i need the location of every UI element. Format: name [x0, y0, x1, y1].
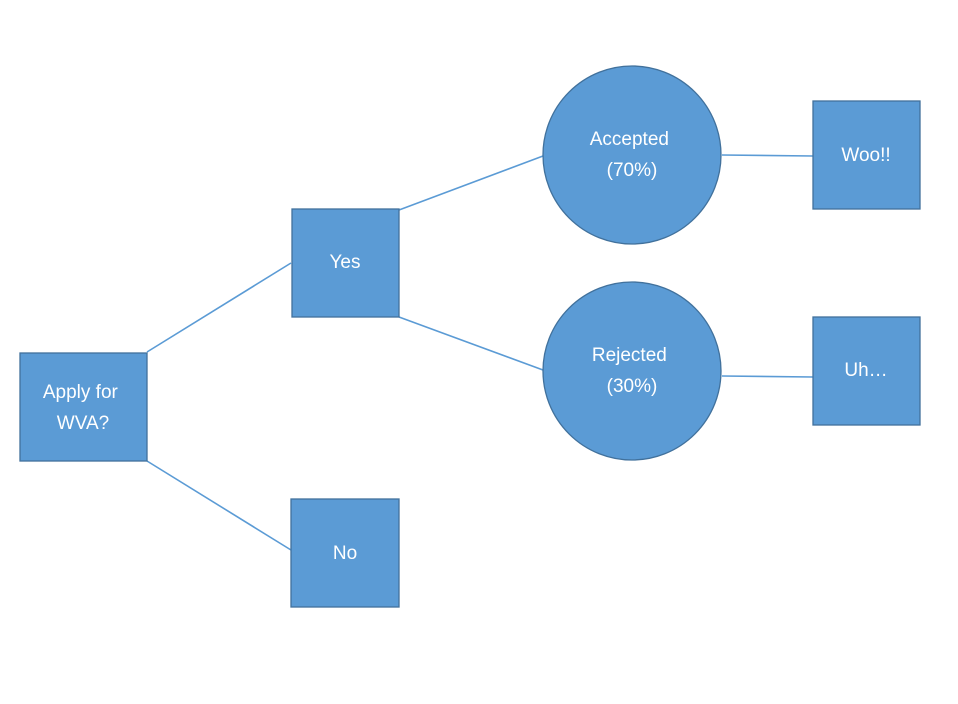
node-rejected-circle [542, 281, 722, 461]
node-no-label: No [333, 543, 357, 564]
node-no-box [290, 498, 400, 608]
edge-rejected-to-uh [721, 375, 814, 378]
node-rejected-label-line-2: (30%) [607, 376, 658, 397]
node-rejected-label-line-1: Rejected [592, 345, 667, 366]
node-apply-label-line-1: Apply for [43, 382, 119, 403]
node-accepted-label-line-1: Accepted [590, 129, 669, 150]
edge-apply-to-no [146, 460, 292, 551]
node-accepted: Accepted (70%) [542, 65, 722, 245]
edge-apply-to-yes [146, 262, 292, 353]
node-apply-box [19, 352, 148, 462]
node-woo-label: Woo!! [841, 145, 890, 166]
edge-yes-to-rejected [398, 316, 544, 371]
node-uh-box [812, 316, 921, 426]
node-no: No [290, 498, 400, 608]
edge-accepted-to-woo [721, 154, 814, 157]
node-uh: Uh… [812, 316, 921, 426]
node-accepted-circle [542, 65, 722, 245]
node-apply-label: Apply for WVA? [43, 382, 123, 434]
node-apply-label-line-2: WVA? [57, 413, 109, 434]
node-apply-for-wva: Apply for WVA? [19, 352, 148, 462]
node-yes-box [291, 208, 400, 318]
node-rejected-label: Rejected (30%) [592, 345, 672, 397]
node-accepted-label-line-2: (70%) [607, 160, 658, 181]
node-woo: Woo!! [812, 100, 921, 210]
edge-yes-to-accepted [398, 155, 544, 211]
node-accepted-label: Accepted (70%) [590, 129, 675, 181]
node-rejected: Rejected (30%) [542, 281, 722, 461]
node-woo-box [812, 100, 921, 210]
node-yes-label: Yes [330, 252, 361, 273]
node-uh-label: Uh… [844, 360, 887, 381]
node-yes: Yes [291, 208, 400, 318]
